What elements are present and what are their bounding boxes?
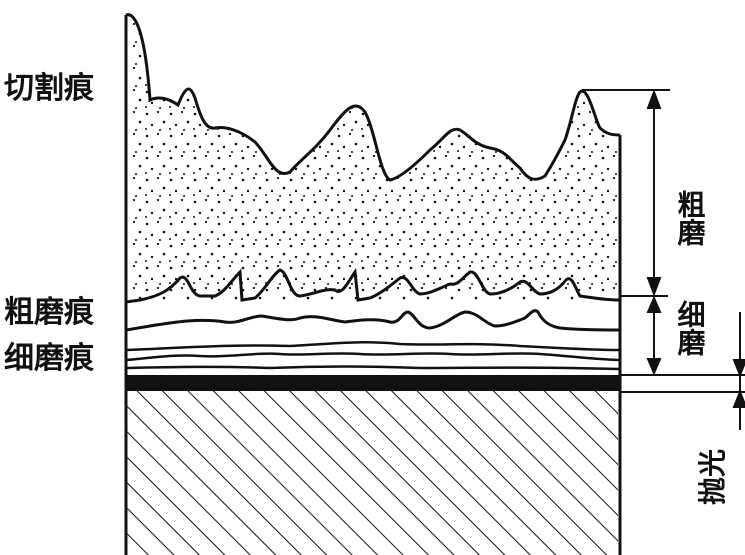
fine-grind-profile-1 [125,341,621,352]
label-coarse-grind-marks: 粗磨痕 [4,295,95,330]
side-label-fine-grind: 细磨 [674,299,707,357]
fine-grind-profile-3 [125,365,621,371]
damaged-layer-stipple [132,15,618,300]
cut-marks-profile [125,13,621,182]
label-fine-grind-marks: 细磨痕 [4,341,95,376]
arrow-polish-up [732,389,745,408]
side-label-coarse-grind: 粗磨 [674,190,707,247]
label-cut-marks: 切割痕 [4,71,95,106]
arrow-fine-up [646,295,662,313]
substrate-hatch [125,390,618,555]
arrow-fine-down [646,358,662,376]
arrow-polish-down [732,359,745,378]
coarse-grind-profile [125,267,621,304]
fine-grind-profile-2 [125,352,621,362]
side-label-polish: 抛光 [696,449,729,505]
arrow-coarse-up [646,89,662,109]
arrow-coarse-down [646,277,662,297]
coarse-grind-profile-2 [125,309,621,332]
polished-layer [126,375,620,391]
